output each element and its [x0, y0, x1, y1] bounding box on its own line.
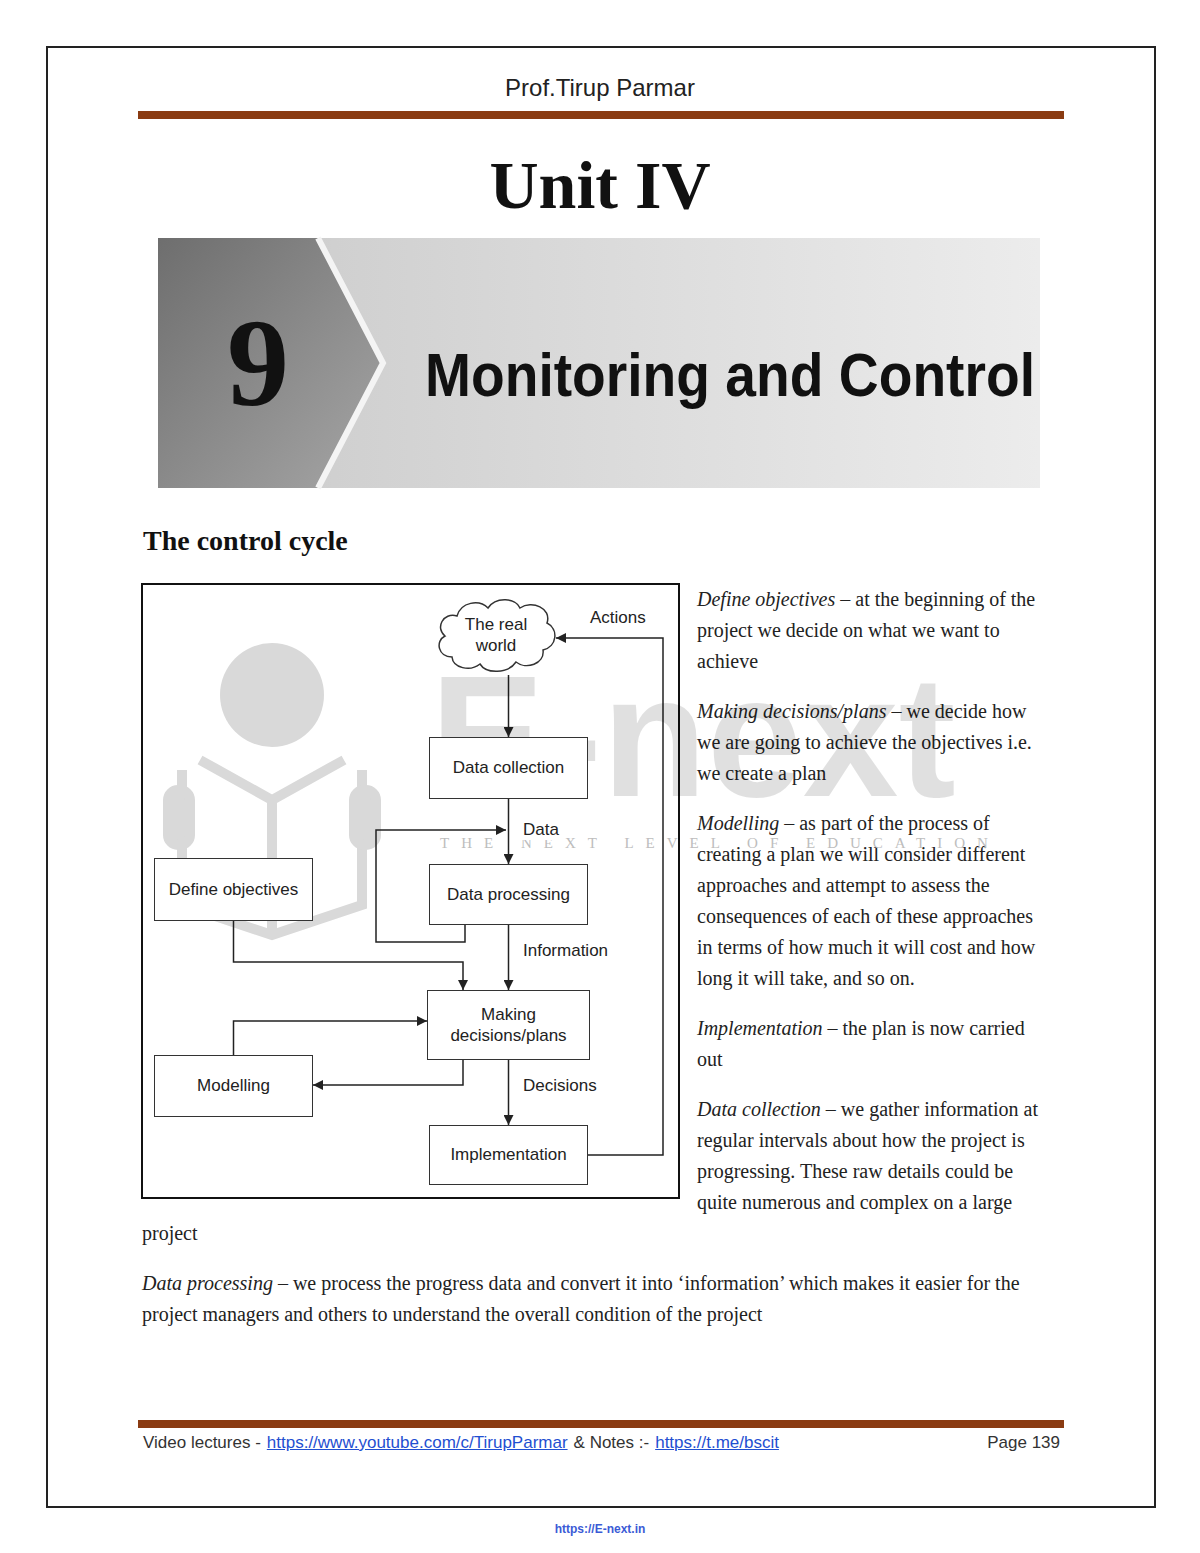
- page-border: [47, 47, 1155, 1507]
- connector-label: Information: [521, 941, 610, 961]
- process-box: Modelling: [154, 1055, 313, 1117]
- connector-label: Data: [521, 820, 561, 840]
- cloud-outline: [432, 595, 560, 675]
- process-box: Data collection: [429, 737, 588, 799]
- node-label: Implementation: [450, 1144, 566, 1165]
- footer-link: https://www.youtube.com/c/TirupParmar: [267, 1433, 568, 1453]
- watermark-logo: [168, 643, 376, 935]
- connector-label: Decisions: [521, 1076, 599, 1096]
- connector-arrow: [508, 925, 510, 990]
- paragraph: Data collection– we gather information a…: [142, 1094, 1050, 1249]
- definition: – we gather information at regular inter…: [142, 1098, 1038, 1244]
- section-heading: The control cycle: [143, 524, 348, 558]
- footer-rule: [138, 1420, 1064, 1428]
- term: Data processing: [142, 1272, 273, 1294]
- logo-head: [220, 643, 324, 747]
- chapter-banner: [158, 238, 1040, 488]
- connector-arrow: [508, 1060, 510, 1125]
- banner-chevron: [158, 238, 383, 488]
- chevron-edge: [318, 238, 383, 488]
- node-label: The real world: [450, 614, 542, 657]
- cloud-node: The real world: [432, 595, 560, 675]
- node-label: Data collection: [453, 757, 565, 778]
- connector-label: Actions: [588, 608, 648, 628]
- page-header: Prof.Tirup Parmar: [0, 74, 1200, 103]
- page-number: Page 139: [987, 1433, 1060, 1453]
- term: Define objectives: [697, 588, 835, 610]
- cloud-shape: [439, 600, 555, 672]
- node-label: Making decisions/plans: [436, 1004, 581, 1047]
- process-box: Define objectives: [154, 858, 313, 921]
- site-link: https://E-next.in: [0, 1522, 1200, 1536]
- chapter-number: 9: [198, 302, 318, 426]
- paragraph: Data processing– we process the progress…: [142, 1268, 1050, 1330]
- process-box: Implementation: [429, 1125, 588, 1185]
- unit-heading: Unit IV: [0, 148, 1200, 223]
- footer-link: https://t.me/bscit: [655, 1433, 779, 1453]
- logo-ear: [354, 790, 376, 845]
- footer-text: & Notes :-: [574, 1433, 650, 1453]
- header-rule: [138, 111, 1064, 119]
- term: Data collection: [697, 1098, 821, 1120]
- node-label: Define objectives: [169, 879, 298, 900]
- connector-arrow: [313, 1060, 463, 1085]
- chapter-title: Monitoring and Control: [425, 344, 1035, 406]
- node-label: Modelling: [197, 1075, 270, 1096]
- connector-arrow: [234, 1021, 428, 1055]
- process-box: Data processing: [429, 864, 588, 925]
- footer-text: Video lectures -: [143, 1433, 261, 1453]
- term: Implementation: [697, 1017, 823, 1039]
- logo-ear: [168, 790, 190, 845]
- page-footer: Video lectures - https://www.youtube.com/…: [143, 1433, 1060, 1453]
- process-box: Making decisions/plans: [427, 990, 590, 1060]
- node-label: Data processing: [447, 884, 570, 905]
- definition: – we process the progress data and conve…: [142, 1272, 1020, 1325]
- connector-arrow: [234, 921, 464, 990]
